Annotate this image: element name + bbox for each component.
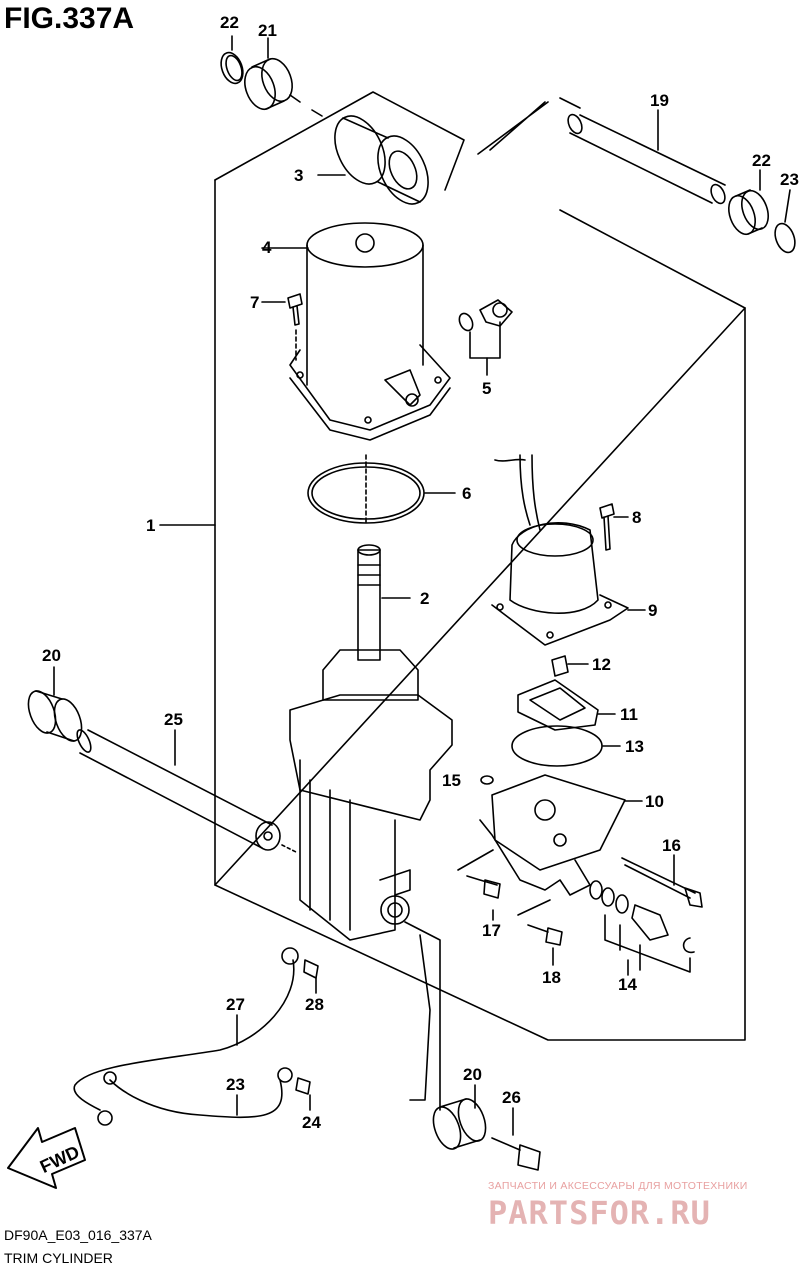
ground-wire-23 — [103, 1067, 293, 1119]
callout-17: 17 — [482, 921, 501, 940]
callout-25: 25 — [164, 710, 183, 729]
motor-9 — [491, 454, 629, 646]
callout-13: 13 — [625, 737, 644, 756]
watermark-tagline: ЗАПЧАСТИ И АКСЕССУАРЫ ДЛЯ МОТОТЕХНИКИ — [488, 1180, 748, 1192]
bolt-16 — [621, 857, 703, 908]
callout-3: 3 — [294, 166, 303, 185]
fwd-arrow-icon — [7, 1127, 86, 1189]
bolt-18 — [527, 924, 563, 946]
callout-10: 10 — [645, 792, 664, 811]
valve-set-14 — [589, 880, 695, 954]
oring-15 — [480, 775, 494, 785]
bolt-8 — [599, 503, 615, 551]
pump-11 — [517, 679, 599, 731]
callout-12: 12 — [592, 655, 611, 674]
bushing-3 — [334, 115, 429, 205]
callout-19: 19 — [650, 91, 669, 110]
callout-11: 11 — [620, 705, 638, 724]
callout-22-top: 22 — [220, 13, 239, 32]
callout-20-bottom: 20 — [463, 1065, 482, 1084]
callout-9: 9 — [648, 601, 657, 620]
callout-7: 7 — [250, 293, 259, 312]
callout-28: 28 — [305, 995, 324, 1014]
bolt-26 — [491, 1137, 541, 1171]
assembly-outline — [214, 91, 746, 1041]
cylinder-2 — [289, 544, 453, 941]
bushing-20-bottom — [432, 1098, 487, 1150]
callout-26: 26 — [502, 1088, 521, 1107]
callout-27: 27 — [226, 995, 245, 1014]
callout-8: 8 — [632, 508, 641, 527]
callout-14: 14 — [618, 975, 637, 994]
callout-21-right: 22 — [752, 151, 771, 170]
bolt-7 — [287, 293, 303, 326]
valve-5 — [458, 299, 513, 332]
callout-21-top: 21 — [258, 21, 277, 40]
callout-5: 5 — [482, 379, 491, 398]
figure-caption: TRIM CYLINDER — [4, 1250, 113, 1266]
callout-16: 16 — [662, 836, 681, 855]
figure-title: FIG.337A — [4, 2, 135, 35]
circlip-22-right — [774, 222, 796, 254]
bushing-20-left — [27, 690, 83, 742]
pin-19 — [567, 113, 726, 205]
circlip-22-top — [220, 51, 244, 85]
bushing-21-top — [244, 57, 293, 111]
valve-body-10 — [479, 774, 626, 896]
figure-code: DF90A_E03_016_337A — [4, 1227, 152, 1243]
ground-wire-27 — [73, 947, 299, 1126]
callout-23: 23 — [226, 1075, 245, 1094]
bushing-21-right — [728, 189, 769, 236]
callout-2: 2 — [420, 589, 429, 608]
coupling-12 — [551, 655, 569, 677]
callout-18: 18 — [542, 968, 561, 987]
watermark-logo: PARTSFOR.RU — [488, 1194, 711, 1232]
pin-25 — [76, 729, 281, 851]
callout-24: 24 — [302, 1113, 321, 1132]
callout-1: 1 — [146, 516, 155, 535]
bolt-17 — [466, 875, 501, 899]
callout-15: 15 — [442, 771, 461, 790]
callout-20-left: 20 — [42, 646, 61, 665]
oring-13 — [511, 725, 603, 767]
callout-4: 4 — [262, 238, 272, 257]
callout-22-right: 23 — [780, 170, 799, 189]
callout-6: 6 — [462, 484, 471, 503]
cylinder-4 — [289, 222, 451, 441]
